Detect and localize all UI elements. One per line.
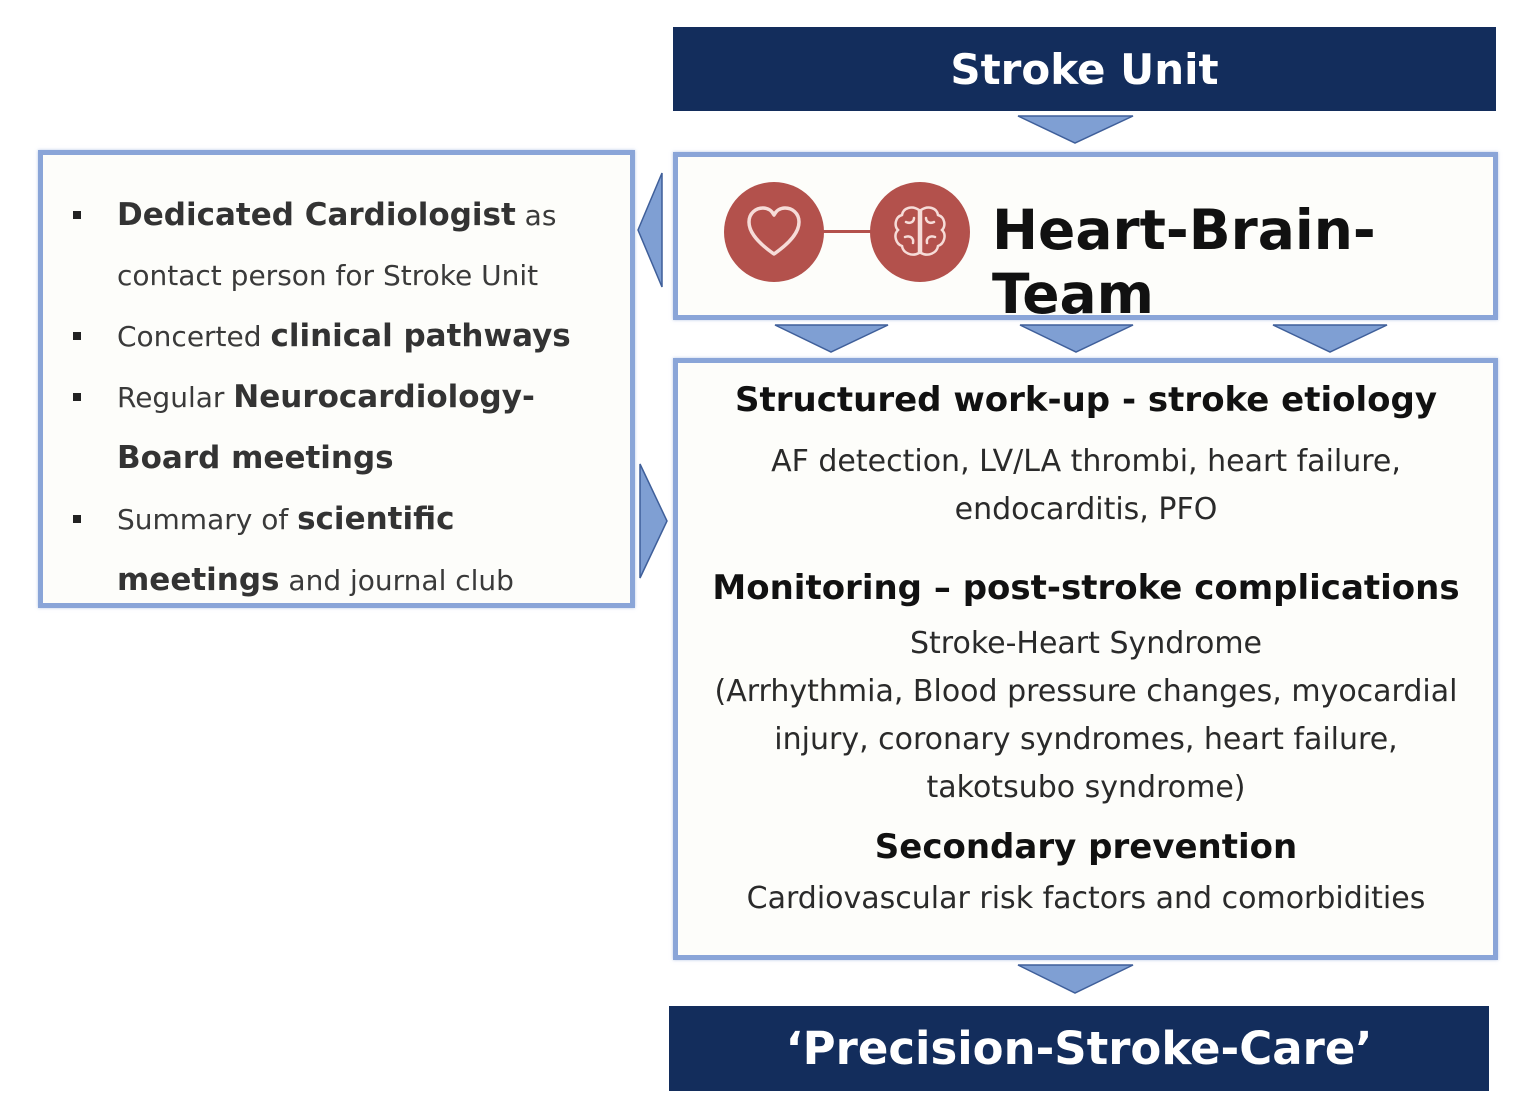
arrow-left-heart-brain [637,172,663,288]
stroke-unit-banner: Stroke Unit [673,27,1496,111]
tasks-box [673,358,1498,960]
monitoring-text-line: Stroke-Heart Syndrome [909,626,1263,661]
workup-text-line: endocarditis, PFO [954,492,1218,527]
prevention-heading: Secondary prevention [874,827,1298,867]
monitoring-text-line: injury, coronary syndromes, heart failur… [774,722,1398,757]
heart-brain-team-title: Heart-Brain-Team [992,198,1376,326]
arrow-down-precision [1017,964,1134,994]
prevention-text-line: Cardiovascular risk factors and comorbid… [746,881,1426,916]
arrow-down-center [1019,324,1134,353]
heart-brain-team-activities-box: Dedicated Cardiologist as contact person… [38,150,635,608]
brain-icon [870,182,970,282]
arrow-down-right [1272,324,1388,353]
list-item: Regular Neurocardiology-Board meetings [69,367,609,489]
monitoring-text-line: (Arrhythmia, Blood pressure changes, myo… [714,674,1458,709]
heart-brain-connector [822,230,872,233]
monitoring-section: Monitoring – post-stroke complications S… [676,568,1496,812]
arrow-down-stroke-unit [1017,115,1134,144]
precision-stroke-care-title: ‘Precision-Stroke-Care’ [785,1022,1373,1075]
heart-icon [724,182,824,282]
list-item: Concerted clinical pathways [69,306,609,367]
workup-heading: Structured work-up - stroke etiology [735,380,1437,420]
list-item: Summary of scientific meetings and journ… [69,489,609,611]
monitoring-text-line: takotsubo syndrome) [926,770,1246,805]
arrow-right-main [639,463,668,579]
precision-stroke-care-banner: ‘Precision-Stroke-Care’ [669,1006,1489,1091]
arrow-down-left [774,324,889,353]
workup-section: Structured work-up - stroke etiology AF … [676,380,1496,534]
monitoring-heading: Monitoring – post-stroke complications [712,568,1460,608]
prevention-section: Secondary prevention Cardiovascular risk… [676,827,1496,923]
list-item: Dedicated Cardiologist as contact person… [69,185,609,306]
workup-text-line: AF detection, LV/LA thrombi, heart failu… [771,444,1401,479]
activities-list: Dedicated Cardiologist as contact person… [69,185,609,611]
stroke-unit-title: Stroke Unit [950,44,1219,94]
